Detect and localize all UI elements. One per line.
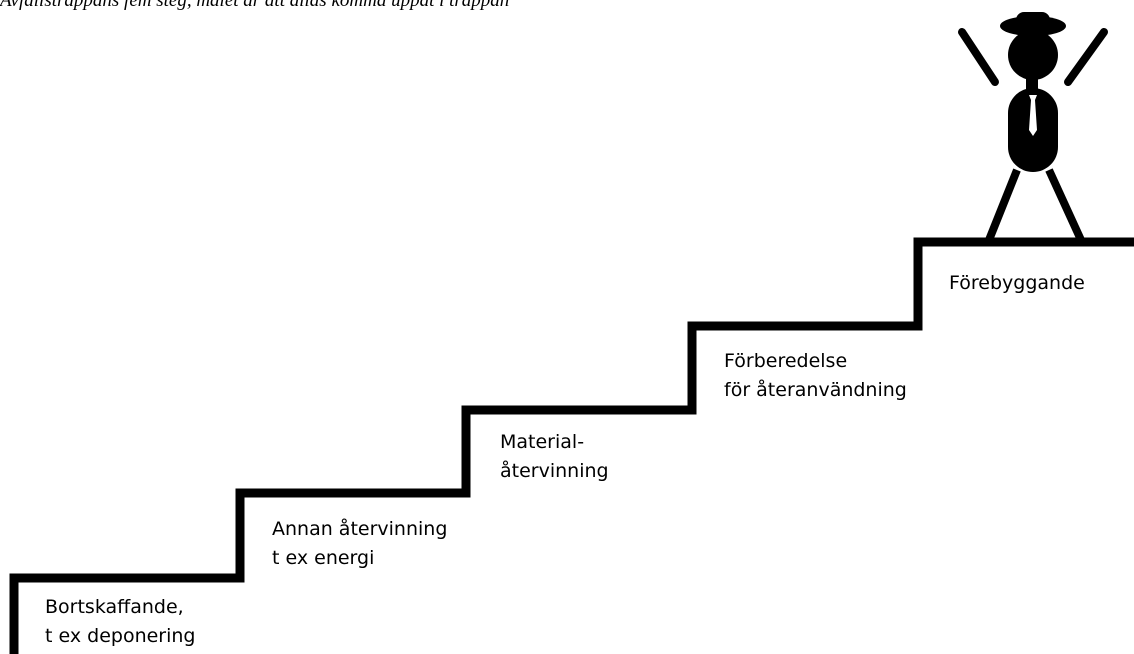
step-label-materialatervinning: Material- återvinning — [500, 428, 609, 486]
celebrating-person-icon — [958, 12, 1108, 242]
step-label-annan-atervinning: Annan återvinning t ex energi — [272, 515, 447, 573]
step-label-line-2: återvinning — [500, 460, 609, 482]
step-label-line-2: t ex energi — [272, 547, 375, 569]
step-label-forberedelse: Förberedelse för återanvändning — [724, 347, 907, 405]
step-label-line-1: Förebyggande — [949, 272, 1085, 294]
staircase-line — [9, 237, 1134, 654]
step-label-line-1: Förberedelse — [724, 350, 848, 372]
step-label-forebyggande: Förebyggande — [949, 269, 1085, 298]
step-label-line-2: t ex deponering — [45, 625, 196, 647]
figure-caption: Avfallstrappans fem steg, målet är att a… — [0, 0, 510, 11]
tie-shape — [1029, 95, 1037, 136]
step-label-line-1: Bortskaffande, — [45, 596, 184, 618]
step-label-line-2: för återanvändning — [724, 379, 907, 401]
step-label-line-1: Material- — [500, 431, 585, 453]
step-label-line-1: Annan återvinning — [272, 518, 448, 540]
step-label-bortskaffande: Bortskaffande, t ex deponering — [45, 593, 196, 651]
